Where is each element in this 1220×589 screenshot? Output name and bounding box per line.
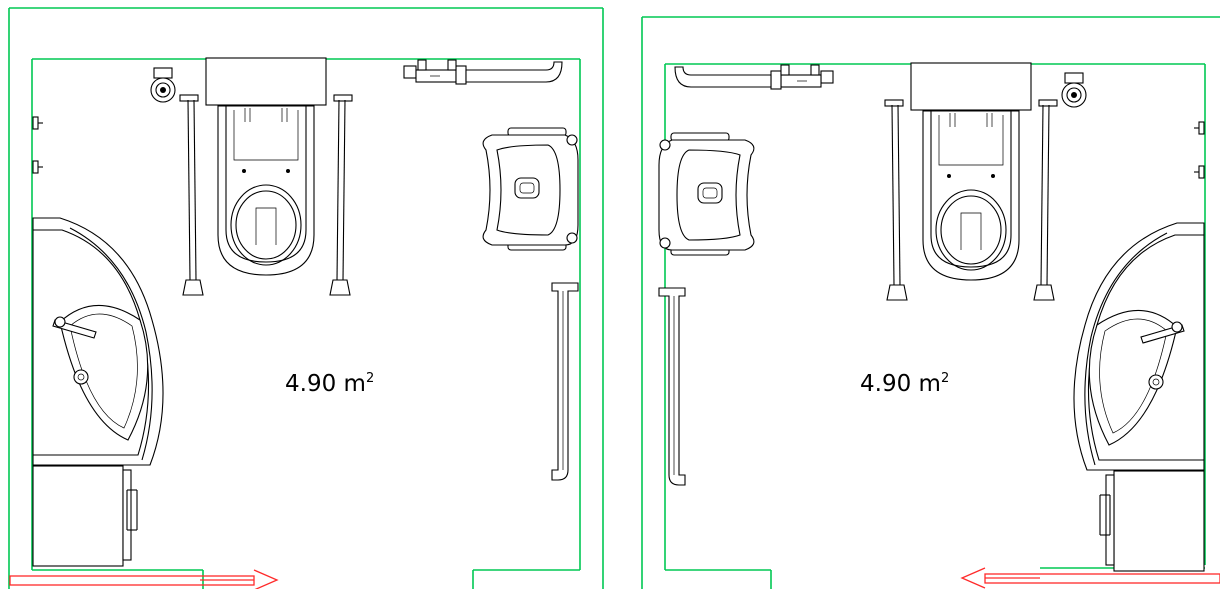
shower-mixer-icon	[674, 64, 834, 90]
area-label: 4.90 m2	[285, 371, 374, 397]
area-label: 4.90 m2	[860, 371, 949, 397]
shower-seat-icon	[658, 132, 755, 256]
wash-basin-icon	[32, 217, 164, 567]
floor-plan-left: 4.90 m2	[8, 7, 604, 589]
wall-hook-icon	[1193, 121, 1205, 179]
toilet-roll-holder-icon	[1061, 72, 1087, 108]
wall-hook-icon	[32, 116, 44, 174]
wall-outline	[8, 7, 604, 589]
toilet-icon	[884, 62, 1058, 301]
toilet-icon	[179, 57, 353, 296]
sliding-door-icon	[960, 567, 1220, 589]
grab-rail-icon	[551, 282, 579, 481]
shower-seat-icon	[482, 127, 579, 251]
shower-mixer-icon	[403, 59, 563, 85]
toilet-roll-holder-icon	[150, 67, 176, 103]
wash-basin-icon	[1073, 222, 1205, 572]
sliding-door-icon	[9, 569, 279, 589]
floor-plan-right: 4.90 m2	[641, 16, 1220, 589]
grab-rail-icon	[658, 287, 686, 486]
